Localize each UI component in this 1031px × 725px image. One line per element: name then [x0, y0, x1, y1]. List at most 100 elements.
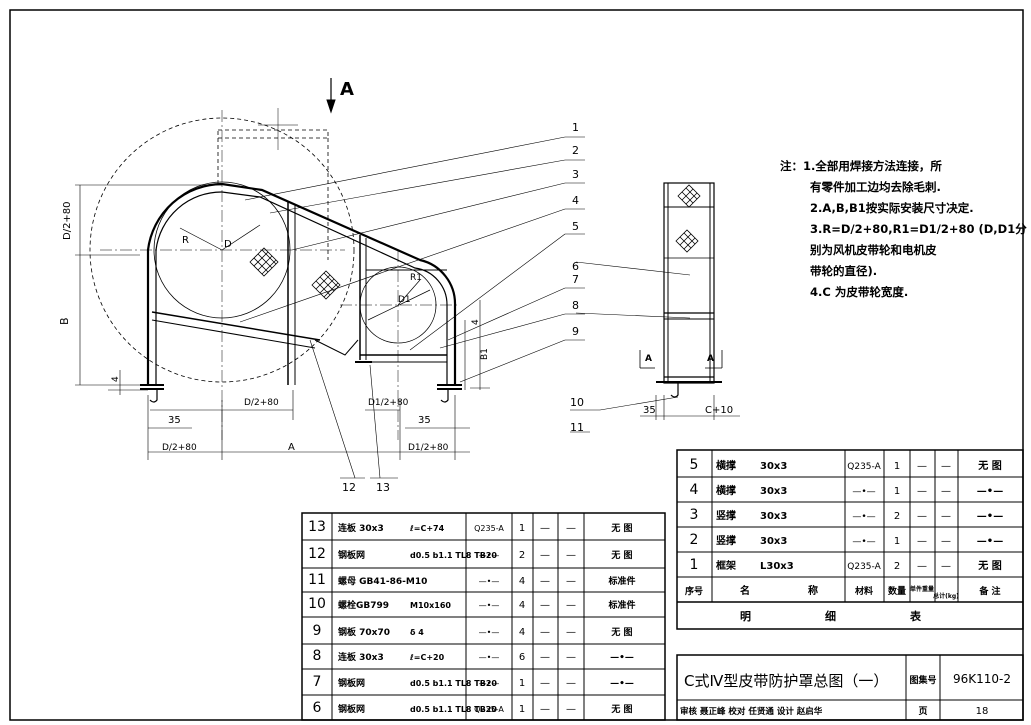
bom-row-spec: δ 4: [410, 628, 424, 637]
bom-row-material: Q235-A: [474, 705, 504, 714]
bom-row-material: —•—: [479, 653, 500, 662]
bom-header-no: 序号: [685, 585, 703, 597]
radius-line: [221, 224, 261, 251]
callout-4: 4: [572, 194, 579, 207]
frame-outer: [146, 182, 457, 385]
bom-row-no: 4: [690, 482, 699, 498]
bom-row-unit-weight: —: [540, 550, 550, 561]
dim-35-side: 35: [643, 405, 656, 416]
callout-12: 12: [342, 481, 356, 494]
dim-b: B: [58, 317, 71, 325]
bom-title-char: 表: [909, 609, 922, 623]
bom-row-spec: L30x3: [760, 561, 794, 572]
anchor-bolt: [670, 383, 679, 398]
bom-row-spec: d0.5 b1.1 TL8 TB20: [410, 551, 497, 560]
bom-row-total-weight: —: [566, 627, 576, 638]
dim-b1: B1: [480, 348, 490, 360]
bom-row-total-weight: —: [566, 550, 576, 561]
bom-row-name: 连板 30x3: [338, 522, 384, 534]
cross-brace: [151, 311, 321, 341]
callout-5: 5: [572, 220, 579, 233]
bom-row-note: 无 图: [610, 627, 632, 638]
section-label-left: A: [645, 354, 652, 364]
bom-row-material: Q235-A: [847, 562, 881, 572]
note-line: 有零件加工边均去除毛刺.: [810, 180, 941, 194]
bom-row-unit-weight: —: [917, 536, 927, 547]
bom-row-name: 钢板 70x70: [338, 626, 390, 638]
note-line: 带轮的直径).: [810, 264, 878, 278]
bom-row-note: 无 图: [610, 704, 632, 715]
brace-edge: [314, 339, 359, 356]
callout-8: 8: [572, 299, 579, 312]
bom-row-qty: 4: [519, 600, 525, 611]
page-number: 18: [976, 706, 989, 717]
bom-row-spec: 30x3: [760, 461, 787, 472]
callout-7: 7: [572, 273, 579, 286]
bom-row-name: 螺母 GB41-86-M10: [338, 575, 427, 587]
bom-table-right: [676, 449, 1024, 630]
note-line: 2.A,B,B1按实际安装尺寸决定.: [810, 201, 974, 215]
bom-row-note: —•—: [610, 679, 634, 689]
callout-11: 11: [570, 421, 584, 434]
bom-title-char: 明: [740, 610, 751, 623]
bom-row-no: 8: [313, 648, 322, 664]
bom-row-qty: 1: [519, 704, 525, 715]
bom-row-note: —•—: [977, 486, 1003, 497]
wire-mesh-symbol: [249, 247, 279, 277]
radius-line: [367, 289, 431, 321]
bom-row-note: 无 图: [610, 523, 632, 534]
sheet-border: [9, 9, 1024, 721]
bom-row-total-weight: —: [566, 576, 576, 587]
bom-row-qty: 4: [519, 576, 525, 587]
bom-row-spec: M10x160: [410, 601, 451, 610]
bom-row-material: —•—: [479, 628, 500, 637]
bom-row-no: 11: [308, 572, 326, 588]
side-frame: [663, 182, 715, 384]
bom-header-qty: 数量: [888, 585, 906, 597]
dim-35-mid: 35: [418, 415, 431, 426]
bom-row-name: 钢板网: [338, 703, 365, 715]
bom-row-no: 1: [690, 557, 699, 573]
bom-row-qty: 1: [894, 536, 900, 547]
foot-plate-left: [140, 384, 164, 403]
bom-row-name: 竖撑: [716, 509, 736, 522]
bom-row-material: —•—: [852, 537, 875, 547]
signoff-row: 审核 聂正峰 校对 任贤通 设计 赵启华: [680, 706, 823, 717]
bom-row-total-weight: —: [566, 600, 576, 611]
callout-9: 9: [572, 325, 579, 338]
dim-d-half-80-mid: D/2+80: [244, 398, 279, 408]
bom-row-name: 螺栓GB799: [338, 599, 389, 611]
dim-d1: D1: [398, 295, 411, 305]
bom-row-note: —•—: [977, 536, 1003, 547]
bom-row-total-weight: —: [941, 486, 951, 497]
callout-13: 13: [376, 481, 390, 494]
bom-row-name: 框架: [716, 559, 736, 572]
dim-4-right: 4: [471, 319, 481, 325]
dimension-lines: [75, 184, 490, 460]
bom-table-left: [301, 512, 666, 721]
callout-1: 1: [572, 121, 579, 134]
bom-row-spec: 30x3: [760, 536, 787, 547]
bom-row-spec: ℓ=C+74: [409, 524, 445, 533]
bom-row-name: 钢板网: [338, 549, 365, 561]
bom-header-total-weight: 总计(kg): [933, 592, 959, 600]
bom-row-qty: 1: [519, 678, 525, 689]
bom-row-total-weight: —: [941, 511, 951, 522]
note-line: 别为风机皮带轮和电机皮: [810, 243, 937, 257]
bom-row-unit-weight: —: [540, 523, 550, 534]
bom-row-spec: d0.5 b1.1 TL8 TB20: [410, 679, 497, 688]
bom-row-spec: d0.5 b1.1 TL8 TB20: [410, 705, 497, 714]
bom-row-total-weight: —: [941, 461, 951, 472]
note-line: 4.C 为皮带轮宽度.: [810, 285, 909, 299]
bom-row-spec: 30x3: [760, 486, 787, 497]
dim-35-left: 35: [168, 415, 181, 426]
bom-row-total-weight: —: [566, 678, 576, 689]
bom-row-unit-weight: —: [540, 652, 550, 663]
radius-line: [179, 227, 223, 251]
bom-row-unit-weight: —: [917, 486, 927, 497]
motor-outline: [217, 129, 329, 139]
bom-row-unit-weight: —: [540, 600, 550, 611]
bom-title-char: 细: [825, 609, 836, 623]
bom-row-material: Q235-A: [474, 524, 504, 533]
